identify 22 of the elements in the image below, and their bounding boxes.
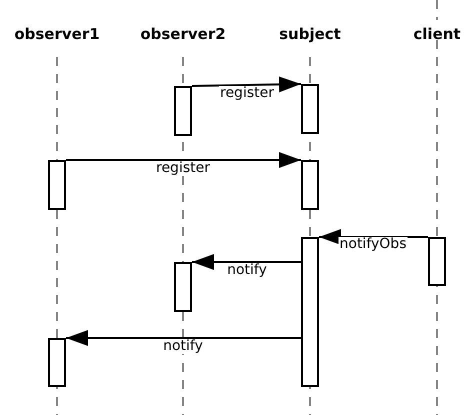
- message-label: register: [155, 161, 211, 176]
- message-arrow: [66, 330, 301, 346]
- participant-name: client: [413, 25, 461, 43]
- message-label: notifyObs: [338, 237, 408, 252]
- activation-bar: [301, 237, 319, 387]
- message-label: notify: [162, 339, 204, 354]
- activation-bar: [301, 160, 319, 210]
- message-arrow: [319, 229, 428, 245]
- participant-name: observer1: [14, 25, 100, 43]
- activation-bar: [301, 84, 319, 134]
- message-label: notify: [226, 263, 268, 278]
- activation-bar: [428, 237, 446, 286]
- activation-bar: [174, 86, 192, 136]
- participant-name: observer2: [140, 25, 226, 43]
- activation-bar: [48, 338, 66, 387]
- activation-bar: [174, 262, 192, 312]
- message-arrow: [192, 76, 302, 92]
- message-arrow: [66, 152, 301, 168]
- activation-bar: [48, 160, 66, 210]
- participant-name: subject: [279, 25, 341, 43]
- message-arrow: [192, 254, 301, 270]
- message-label: register: [219, 86, 275, 101]
